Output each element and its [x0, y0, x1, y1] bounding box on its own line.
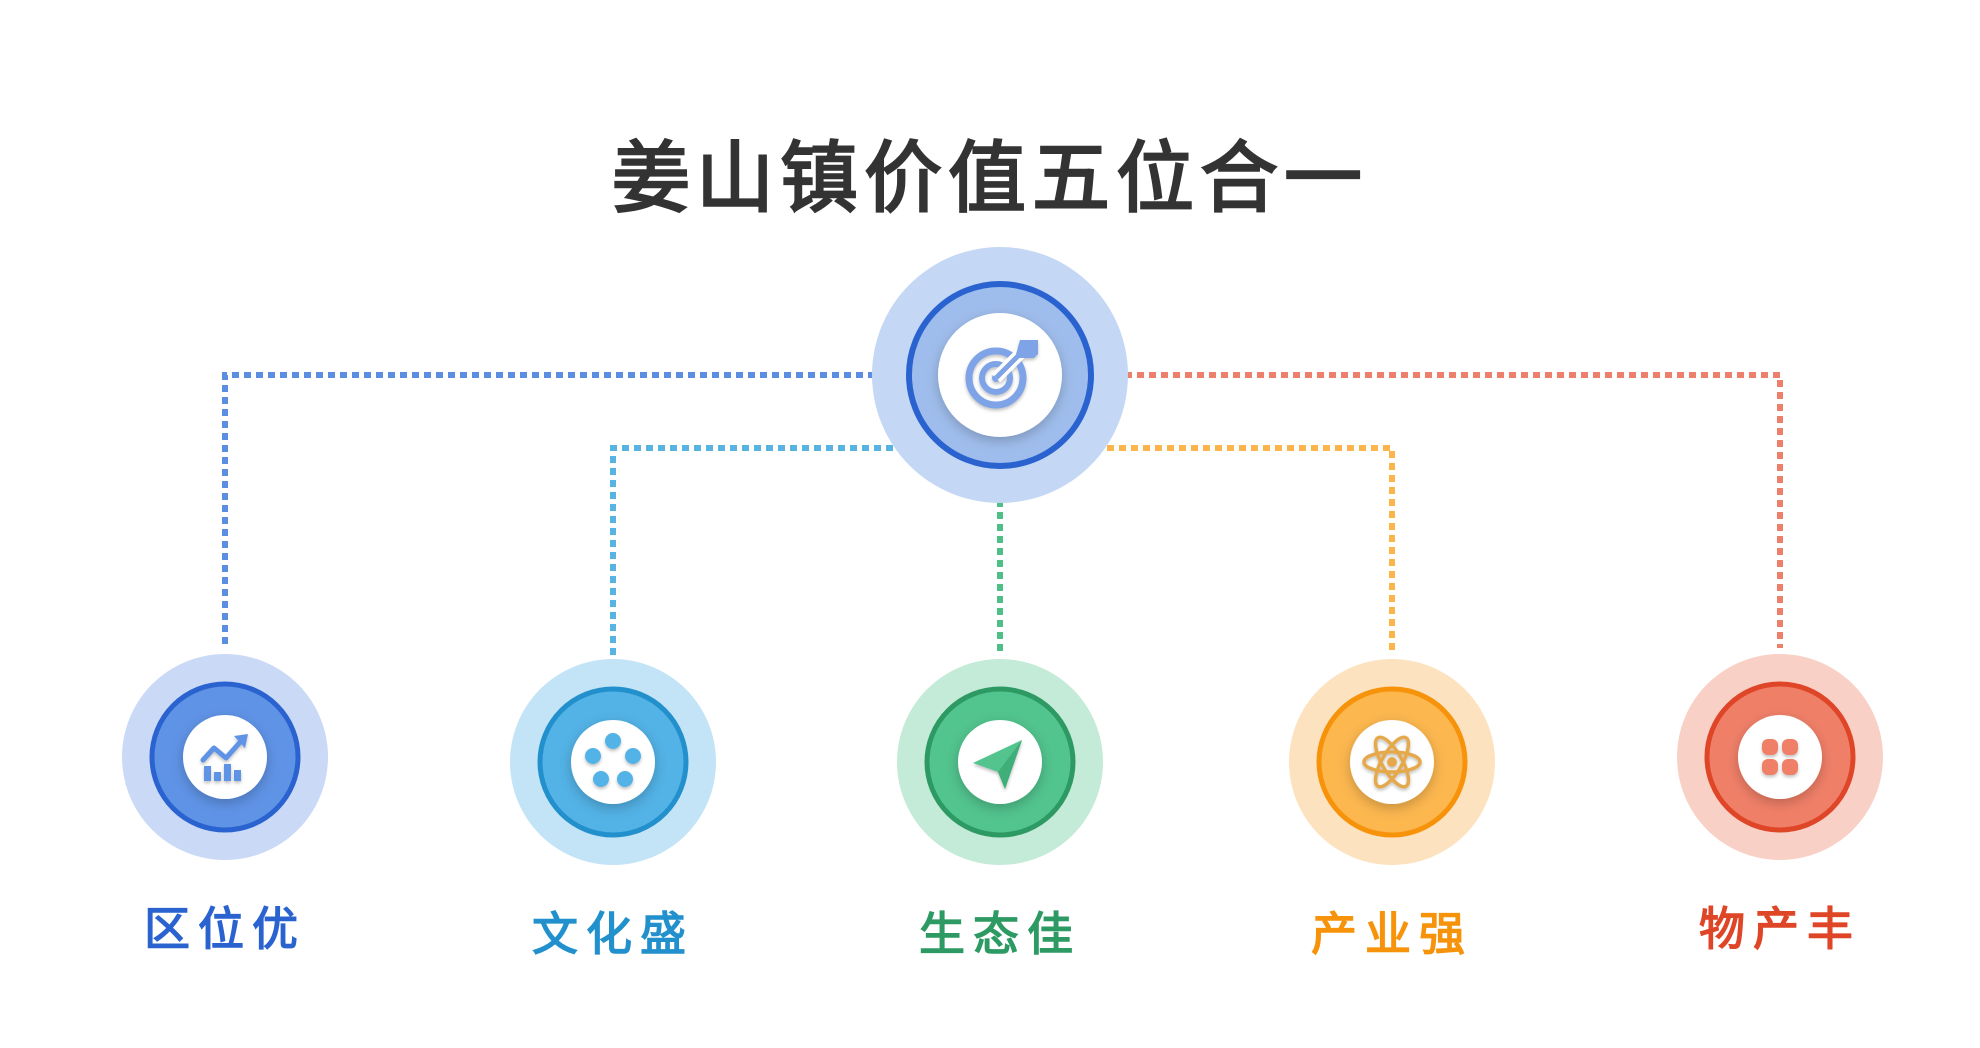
center-hub [872, 247, 1128, 503]
node-label-location: 区位优 [144, 902, 306, 956]
dots-circle-icon [585, 733, 641, 787]
node-produce: 物产丰 [1677, 654, 1883, 956]
node-label-ecology: 生态佳 [919, 907, 1081, 961]
node-icon-disc [1738, 715, 1822, 799]
atom-icon [1362, 735, 1422, 789]
trend-chart-icon [200, 734, 248, 781]
connector-lines [222, 372, 1783, 655]
node-label-produce: 物产丰 [1699, 902, 1861, 956]
node-label-culture: 文化盛 [532, 907, 694, 961]
node-icon-disc [571, 720, 655, 804]
clover-icon [1762, 739, 1798, 775]
connector-line-0 [222, 372, 875, 648]
connector-line-3 [1095, 445, 1395, 655]
connector-line-1 [610, 445, 905, 655]
node-label-industry: 产业强 [1311, 907, 1473, 961]
node-industry: 产业强 [1289, 659, 1495, 961]
connector-line-4 [1125, 372, 1783, 648]
page-title: 姜山镇价值五位合一 [612, 134, 1368, 224]
target-arrow-icon [965, 340, 1038, 409]
paper-plane-icon [973, 740, 1022, 789]
node-location: 区位优 [122, 654, 328, 956]
node-ecology: 生态佳 [897, 659, 1103, 961]
node-culture: 文化盛 [510, 659, 716, 961]
